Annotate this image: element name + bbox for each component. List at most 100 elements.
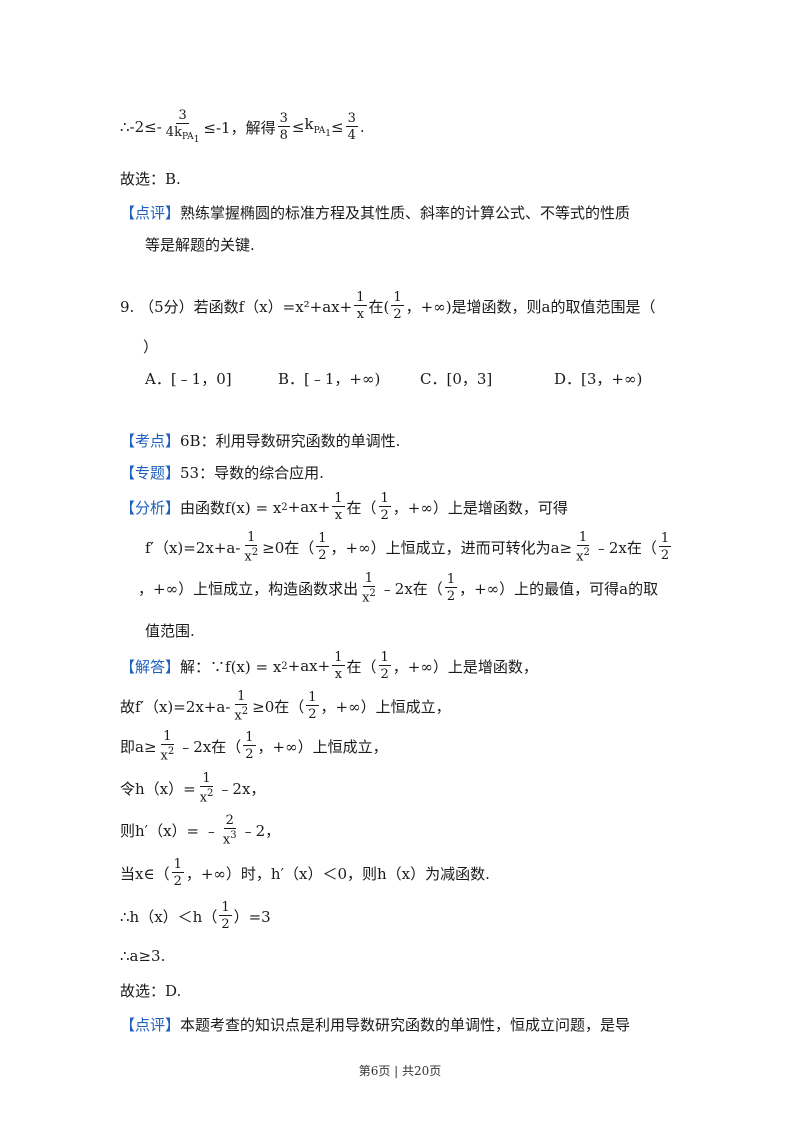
- numerator: 1: [306, 690, 319, 706]
- fraction: 1 2: [306, 690, 319, 721]
- fraction: 3 4: [345, 111, 358, 143]
- fenxi-line-3: ，+∞）上恒成立，构造函数求出 1 x2 ﹣2x在（ 1 2 ，+∞）上的最值，…: [138, 568, 800, 608]
- fraction: 1 2: [391, 290, 404, 322]
- review-text: 熟练掌握椭圆的标准方程及其性质、斜率的计算公式、不等式的性质: [180, 203, 631, 222]
- text: 在（: [346, 498, 377, 517]
- fraction: 3 8: [277, 111, 290, 142]
- fraction: 1 2: [658, 531, 672, 562]
- option-d: D．[3，+∞): [554, 369, 643, 388]
- superscript: 2: [281, 501, 288, 513]
- option-c: C．[0，3]: [420, 369, 493, 388]
- denominator: 2: [393, 307, 402, 322]
- text: ，+∞）上恒成立，构造函数求出: [138, 579, 359, 598]
- denominator: 2: [318, 548, 327, 563]
- solution-line-8: ∴a≥3.: [120, 936, 800, 976]
- stem-text: 9. （5分）若函数f（x）=x²+ax+: [120, 297, 353, 316]
- fraction: 1 x: [354, 291, 367, 321]
- superscript: 3: [230, 829, 237, 841]
- choice-line: 故选：B.: [120, 158, 800, 198]
- subscript: PA1: [313, 126, 332, 139]
- solution-line-6: 当x∈（ 1 2 ，+∞）时，h′（x）＜0，则h（x）为减函数.: [120, 853, 800, 893]
- text: ，+∞）上是增函数，: [392, 657, 538, 676]
- option-a: A．[﹣1，0]: [145, 369, 232, 388]
- den-x: x: [222, 832, 231, 848]
- den-x: x: [362, 590, 370, 606]
- zhuanti-tag: 【专题】: [120, 463, 181, 482]
- numerator: 1: [332, 650, 345, 666]
- numerator: 1: [243, 730, 256, 746]
- text: .: [359, 118, 365, 136]
- text: ，+∞）上的最值，可得a的取: [459, 579, 659, 598]
- text: +ax+: [287, 657, 331, 675]
- review-text: 本题考查的知识点是利用导数研究函数的单调性，恒成立问题，是导: [180, 1015, 631, 1034]
- review-tag: 【点评】: [120, 1015, 181, 1034]
- text: ≥0在（: [252, 697, 305, 716]
- sub-1: 1: [325, 128, 332, 139]
- solution-line-7: ∴h（x）＜h（ 1 2 ）=3: [120, 896, 800, 936]
- text: ，+∞）上恒成立，: [257, 737, 388, 756]
- superscript: 2: [251, 546, 259, 558]
- denominator: 4: [347, 128, 356, 143]
- text: ≤: [331, 118, 344, 136]
- fraction: 1 x: [332, 650, 345, 682]
- sub-pa: PA: [313, 126, 326, 137]
- solution-line-2: 故f′（x)=2x+a- 1 x2 ≥0在（ 1 2 ，+∞）上恒成立，: [120, 686, 800, 726]
- question-stem-end: ）: [143, 326, 800, 366]
- numerator: 1: [658, 531, 672, 547]
- k-letter: k: [304, 115, 314, 134]
- inequality-line: ∴-2≤- 3 4kPA1 ≤-1，解得 3 8 ≤ kPA1 ≤ 3 4 .: [120, 106, 800, 148]
- numerator: 1: [332, 491, 345, 507]
- k-symbol: kPA1: [304, 115, 331, 139]
- options-row: A．[﹣1，0] B．[﹣1，+∞) C．[0，3] D．[3，+∞): [145, 358, 800, 398]
- denominator: 2: [173, 874, 182, 889]
- sub-pa: PA: [181, 132, 194, 143]
- fraction: 1 2: [444, 572, 458, 603]
- numerator: 1: [200, 770, 213, 787]
- numerator: 1: [444, 572, 458, 588]
- fraction: 1 x2: [232, 690, 250, 722]
- denominator: 4kPA1: [164, 124, 202, 145]
- text: 令h（x）=: [120, 779, 196, 798]
- text: 在（: [346, 657, 377, 676]
- text: 故f′（x)=2x+a-: [120, 697, 231, 716]
- numerator: 1: [576, 529, 590, 546]
- denominator: x2: [574, 546, 592, 563]
- text: +ax+: [287, 498, 331, 516]
- text: 由函数f(x) = x: [180, 498, 282, 517]
- numerator: 3: [277, 111, 290, 127]
- text: ≥0在（: [262, 538, 315, 557]
- numerator: 1: [316, 531, 329, 547]
- text: ﹣2x在（: [178, 737, 242, 756]
- page-footer: 第6页 | 共20页: [358, 1064, 442, 1078]
- fraction: 1 x2: [574, 531, 592, 563]
- text: 当x∈（: [120, 864, 170, 883]
- text: ≤-1，解得: [203, 118, 276, 137]
- den-x: x: [160, 748, 168, 764]
- denominator: x: [334, 667, 343, 682]
- fraction: 1 2: [378, 492, 391, 523]
- den-text: 4k: [165, 124, 182, 140]
- text: 则h′（x）= ﹣: [120, 821, 219, 840]
- review-tag: 【点评】: [120, 203, 181, 222]
- numerator: 1: [391, 290, 404, 306]
- numerator: 3: [345, 111, 358, 127]
- review-line: 【点评】 熟练掌握椭圆的标准方程及其性质、斜率的计算公式、不等式的性质: [120, 192, 800, 232]
- fraction: 1 2: [219, 901, 232, 931]
- numerator: 1: [362, 570, 376, 587]
- text: 值范围.: [145, 621, 195, 640]
- denominator: x: [334, 508, 343, 523]
- fraction: 1 x2: [159, 730, 177, 762]
- numerator: 1: [171, 857, 184, 873]
- fraction: 2 x3: [221, 814, 239, 846]
- superscript: 2: [369, 587, 376, 599]
- text: ，+∞）上是增函数，可得: [392, 498, 568, 517]
- solution-line-5: 则h′（x）= ﹣ 2 x3 ﹣2，: [120, 810, 800, 850]
- den-x: x: [576, 549, 584, 565]
- numerator: 1: [378, 650, 391, 666]
- denominator: 2: [380, 508, 389, 523]
- fraction: 1 x2: [360, 572, 378, 604]
- text: ，+∞）时，h′（x）＜0，则h（x）为减函数.: [185, 864, 490, 883]
- denominator: x2: [232, 705, 250, 722]
